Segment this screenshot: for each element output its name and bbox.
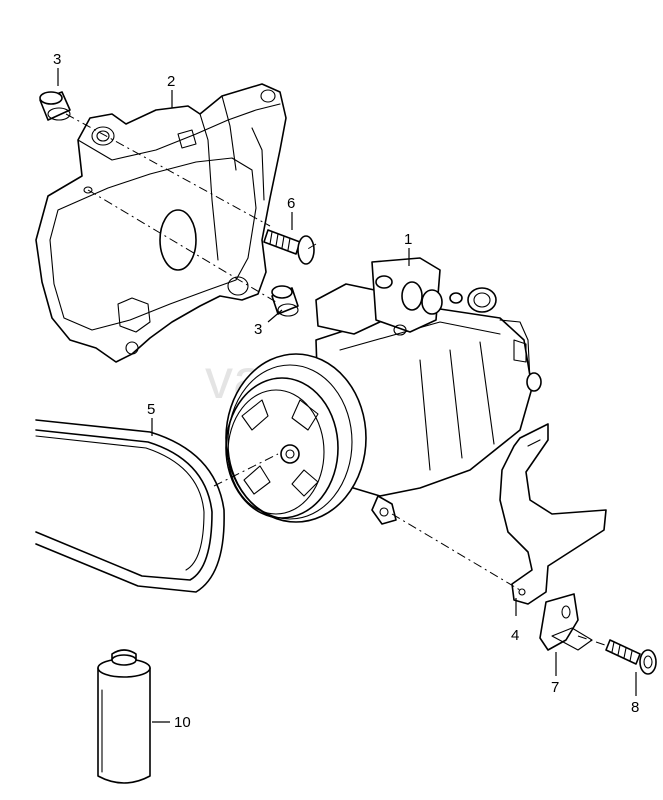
part-6-screw[interactable] [263,229,315,265]
callout-8: 8 [631,699,639,716]
part-1-ac-compressor[interactable] [225,257,542,525]
part-3-bushing-lower[interactable] [271,285,299,317]
part-8-bolt[interactable] [605,639,657,675]
callout-3-lower: 3 [254,321,262,338]
part-3-bushing-upper[interactable] [39,91,71,121]
assembly-alignment-lines [65,113,609,647]
part-10-canister[interactable] [97,649,151,784]
callout-6: 6 [287,195,295,212]
callout-4: 4 [511,627,519,644]
callout-10: 10 [174,714,191,731]
callout-3-upper: 3 [53,51,61,68]
callout-1: 1 [404,231,412,248]
part-7-clip[interactable] [539,593,593,651]
callout-leaders [57,68,637,723]
part-5-ribbed-belt[interactable] [35,419,225,593]
callout-7: 7 [551,679,559,696]
part-4-heat-shield[interactable] [499,423,607,605]
part-2-bracket[interactable] [35,83,287,363]
callout-2: 2 [167,73,175,90]
callout-5: 5 [147,401,155,418]
